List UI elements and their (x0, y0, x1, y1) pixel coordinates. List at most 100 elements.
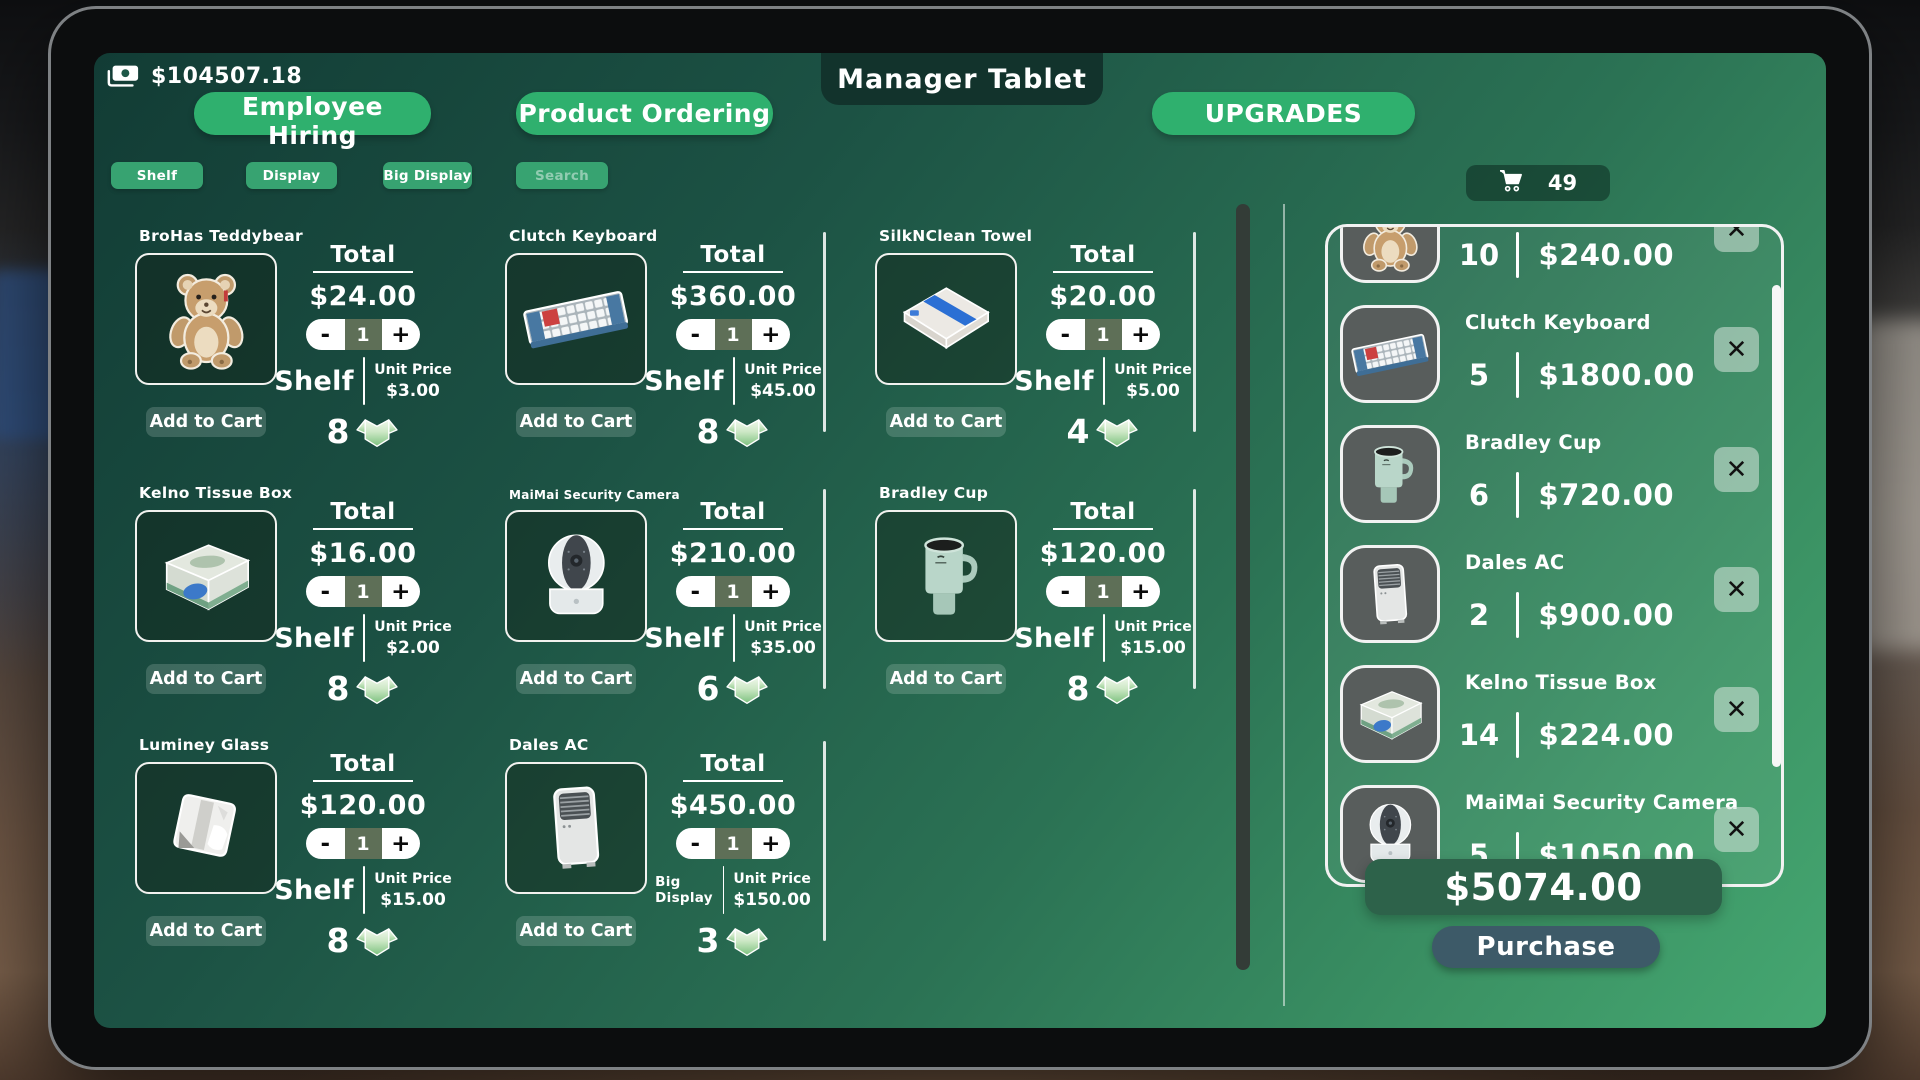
quantity-decrease-button[interactable]: - (306, 828, 345, 859)
tablet-screen: $104507.18 Manager Tablet Employee Hirin… (94, 53, 1826, 1028)
product-card: Bradley Cup Add to Cart Total $120.00 - … (875, 484, 1196, 708)
quantity-stepper: - 1 + (306, 576, 420, 607)
box-count-row: 3 (697, 918, 770, 962)
vertical-divider (362, 357, 366, 405)
box-icon (355, 409, 399, 453)
filter-display[interactable]: Display (246, 162, 337, 189)
quantity-decrease-button[interactable]: - (676, 576, 715, 607)
quantity-decrease-button[interactable]: - (306, 576, 345, 607)
quantity-stepper: - 1 + (676, 319, 790, 350)
add-to-cart-button[interactable]: Add to Cart (516, 916, 636, 946)
cart-item-name: Dales AC (1465, 551, 1565, 574)
unit-price-value: $150.00 (733, 889, 811, 910)
add-to-cart-button[interactable]: Add to Cart (516, 407, 636, 437)
unit-price-value: $2.00 (386, 637, 440, 658)
remove-item-button[interactable]: ✕ (1714, 687, 1759, 732)
filter-big-display[interactable]: Big Display (383, 162, 472, 189)
quantity-stepper: - 1 + (1046, 319, 1160, 350)
box-count: 8 (326, 411, 350, 451)
cart-item: 10 $240.00 ✕ (1328, 227, 1781, 297)
quantity-increase-button[interactable]: + (1122, 576, 1161, 607)
unit-price-label: Unit Price (744, 361, 822, 378)
box-icon (1095, 666, 1139, 710)
quantity-value: 1 (1084, 319, 1122, 350)
vertical-divider (1102, 614, 1106, 662)
product-image (135, 253, 277, 385)
box-count: 3 (696, 920, 720, 960)
add-to-cart-button[interactable]: Add to Cart (886, 407, 1006, 437)
cart-item-qty-price: 2 $900.00 (1448, 591, 1674, 639)
cart-item-price: $224.00 (1538, 718, 1675, 752)
filter-shelf[interactable]: Shelf (111, 162, 203, 189)
quantity-increase-button[interactable]: + (382, 319, 421, 350)
add-to-cart-button[interactable]: Add to Cart (516, 664, 636, 694)
add-to-cart-button[interactable]: Add to Cart (146, 664, 266, 694)
tab-product-ordering[interactable]: Product Ordering (516, 92, 773, 135)
search-input[interactable] (516, 162, 608, 189)
unit-price-label: Unit Price (374, 361, 452, 378)
unit-price-value: $3.00 (386, 380, 440, 401)
cart-total-amount: $5074.00 (1444, 865, 1643, 909)
cart-item-qty-price: 6 $720.00 (1448, 471, 1674, 519)
add-to-cart-button[interactable]: Add to Cart (146, 916, 266, 946)
product-list-scrollbar[interactable] (1236, 204, 1250, 970)
product-card: Luminey Glass Add to Cart Total $120.00 … (135, 736, 452, 960)
remove-item-button[interactable]: ✕ (1714, 807, 1759, 852)
unit-price-value: $35.00 (750, 637, 816, 658)
vertical-divider (722, 866, 725, 914)
tab-upgrades[interactable]: UPGRADES (1152, 92, 1415, 135)
product-card: BroHas Teddybear Add to Cart Total $24.0… (135, 227, 452, 451)
remove-item-button[interactable]: ✕ (1714, 227, 1759, 252)
cart-item-price: $720.00 (1538, 478, 1675, 512)
cart-item-price: $900.00 (1538, 598, 1675, 632)
vertical-divider (1516, 832, 1519, 878)
quantity-increase-button[interactable]: + (382, 828, 421, 859)
total-price: $16.00 (309, 538, 417, 569)
purchase-button[interactable]: Purchase (1432, 926, 1660, 968)
quantity-increase-button[interactable]: + (382, 576, 421, 607)
add-to-cart-button[interactable]: Add to Cart (886, 664, 1006, 694)
product-image (875, 253, 1017, 385)
box-icon (725, 409, 769, 453)
remove-item-button[interactable]: ✕ (1714, 327, 1759, 372)
quantity-increase-button[interactable]: + (1122, 319, 1161, 350)
placement-label: Shelf (274, 365, 354, 397)
product-name: Kelno Tissue Box (139, 484, 293, 502)
quantity-decrease-button[interactable]: - (676, 319, 715, 350)
remove-item-button[interactable]: ✕ (1714, 567, 1759, 612)
total-price: $360.00 (669, 281, 797, 312)
quantity-decrease-button[interactable]: - (306, 319, 345, 350)
cart-item-image (1340, 305, 1440, 403)
box-count-row: 8 (327, 409, 400, 453)
remove-item-button[interactable]: ✕ (1714, 447, 1759, 492)
cart-total: $5074.00 (1365, 859, 1722, 915)
quantity-decrease-button[interactable]: - (1046, 576, 1085, 607)
add-to-cart-button[interactable]: Add to Cart (146, 407, 266, 437)
product-image (875, 510, 1017, 642)
box-count-row: 8 (1067, 666, 1140, 710)
cart-scrollbar[interactable] (1772, 285, 1781, 767)
placement-unit-row: Big Display Unit Price $150.00 (655, 864, 811, 916)
quantity-increase-button[interactable]: + (752, 576, 791, 607)
tab-employee-hiring[interactable]: Employee Hiring (194, 92, 431, 150)
placement-label: Shelf (644, 365, 724, 397)
quantity-decrease-button[interactable]: - (1046, 319, 1085, 350)
unit-price-label: Unit Price (374, 870, 452, 887)
cart-item: Clutch Keyboard 5 $1800.00 ✕ (1328, 297, 1781, 417)
cart-item-image (1340, 665, 1440, 763)
quantity-value: 1 (344, 319, 382, 350)
product-name: SilkNClean Towel (879, 227, 1033, 245)
product-order-controls: Total $210.00 - 1 + Shelf Unit Price $35… (644, 499, 821, 710)
quantity-decrease-button[interactable]: - (676, 828, 715, 859)
total-label: Total (1053, 242, 1153, 273)
section-divider (1283, 204, 1285, 1006)
vertical-divider (1516, 592, 1519, 638)
quantity-increase-button[interactable]: + (752, 319, 791, 350)
quantity-value: 1 (714, 828, 752, 859)
quantity-increase-button[interactable]: + (752, 828, 791, 859)
product-name: BroHas Teddybear (139, 227, 303, 245)
box-count: 8 (696, 411, 720, 451)
placement-unit-row: Shelf Unit Price $3.00 (274, 355, 452, 407)
box-count-row: 8 (327, 918, 400, 962)
total-price: $20.00 (1049, 281, 1157, 312)
